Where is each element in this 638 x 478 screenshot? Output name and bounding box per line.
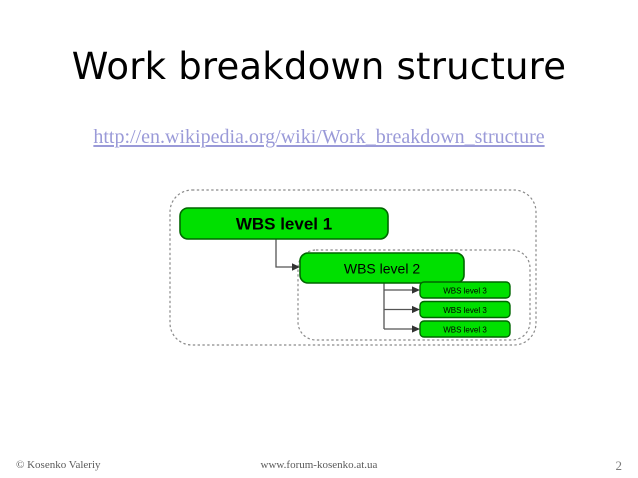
node-level3b[interactable]: WBS level 3: [419, 300, 511, 319]
inner-group-boundary: [297, 249, 531, 341]
subtitle-container: http://en.wikipedia.org/wiki/Work_breakd…: [0, 126, 638, 149]
footer-website: www.forum-kosenko.at.ua: [260, 459, 378, 471]
footer-copyright: © Kosenko Valeriy: [16, 459, 101, 471]
node-level2-label: WBS level 2: [344, 261, 420, 277]
node-level1-label: WBS level 1: [236, 215, 332, 234]
outer-group-boundary: [169, 189, 537, 346]
node-level3a[interactable]: WBS level 3: [419, 281, 511, 299]
node-level3a-label: WBS level 3: [443, 287, 487, 296]
footer-page-number: 2: [615, 458, 623, 473]
node-level2[interactable]: WBS level 2: [299, 252, 465, 284]
wbs-diagram: WBS level 1 WBS level 2 WBS level 3 WBS …: [168, 188, 540, 350]
node-level3c[interactable]: WBS level 3: [419, 320, 511, 338]
node-level3b-label: WBS level 3: [443, 306, 487, 315]
node-level1[interactable]: WBS level 1: [179, 207, 389, 240]
page-title: Work breakdown structure: [71, 45, 567, 88]
node-level3c-label: WBS level 3: [443, 326, 487, 335]
edge-level1-level2: [275, 238, 292, 268]
arrowhead-level3a: [412, 286, 420, 294]
arrowhead-level3c: [412, 325, 420, 333]
arrowhead-level2: [292, 263, 300, 271]
arrowhead-level3b: [412, 305, 420, 314]
wikipedia-link[interactable]: http://en.wikipedia.org/wiki/Work_breakd…: [93, 126, 545, 148]
